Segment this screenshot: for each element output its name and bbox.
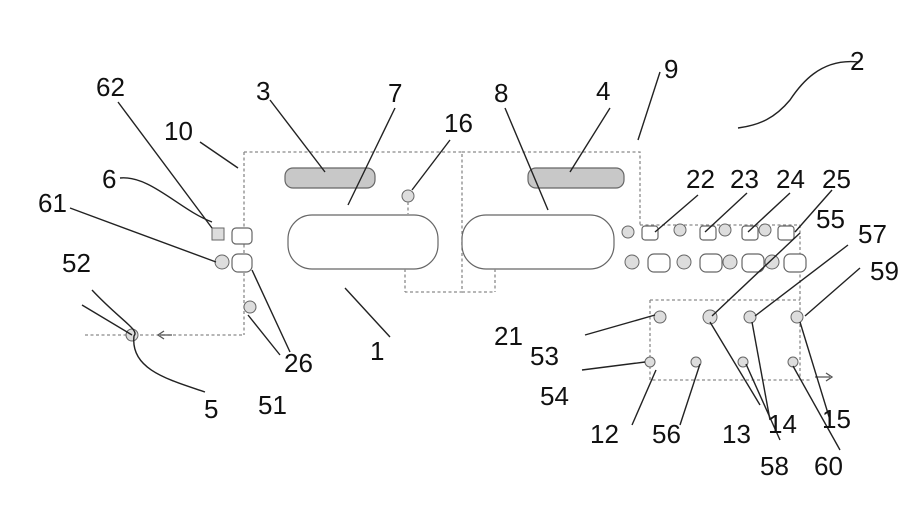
component-62 [212,228,224,240]
label-53: 53 [530,341,559,371]
label-1: 1 [370,336,384,366]
tank-21 [462,215,614,269]
label-8: 8 [494,78,508,108]
label-22: 22 [686,164,715,194]
label-16: 16 [444,108,473,138]
component-61 [215,255,229,269]
label-15: 15 [822,404,851,434]
label-57: 57 [858,219,887,249]
tank-connector [405,269,495,292]
label-9: 9 [664,54,678,84]
label-62: 62 [96,72,125,102]
valve-60 [788,357,798,367]
label-54: 54 [540,381,569,411]
label-24: 24 [776,164,805,194]
label-12: 12 [590,419,619,449]
valve-57 [744,311,756,323]
label-7: 7 [388,78,402,108]
label-13: 13 [722,419,751,449]
label-4: 4 [596,76,610,106]
label-26: 26 [284,348,313,378]
label-61: 61 [38,188,67,218]
label-56: 56 [652,419,681,449]
label-59: 59 [870,256,899,286]
label-52: 52 [62,248,91,278]
component-row-upper [622,224,794,240]
valve-51 [244,301,256,313]
component-26-bottom [232,254,252,272]
component-26-top [232,228,252,244]
sensor-16 [402,190,414,202]
label-10: 10 [164,116,193,146]
valve-53 [654,311,666,323]
label-60: 60 [814,451,843,481]
valve-55 [703,310,717,324]
tank-1 [288,215,438,269]
label-2: 2 [850,46,864,76]
heating-coil-4 [528,168,624,188]
label-14: 14 [768,409,797,439]
component-row-lower [625,254,806,272]
label-21: 21 [494,321,523,351]
valve-54 [645,357,655,367]
valve-59 [791,311,803,323]
label-5: 5 [204,394,218,424]
label-6: 6 [102,164,116,194]
label-51: 51 [258,390,287,420]
label-25: 25 [822,164,851,194]
label-55: 55 [816,204,845,234]
label-3: 3 [256,76,270,106]
label-58: 58 [760,451,789,481]
label-23: 23 [730,164,759,194]
flow-arrow-left [158,331,172,339]
